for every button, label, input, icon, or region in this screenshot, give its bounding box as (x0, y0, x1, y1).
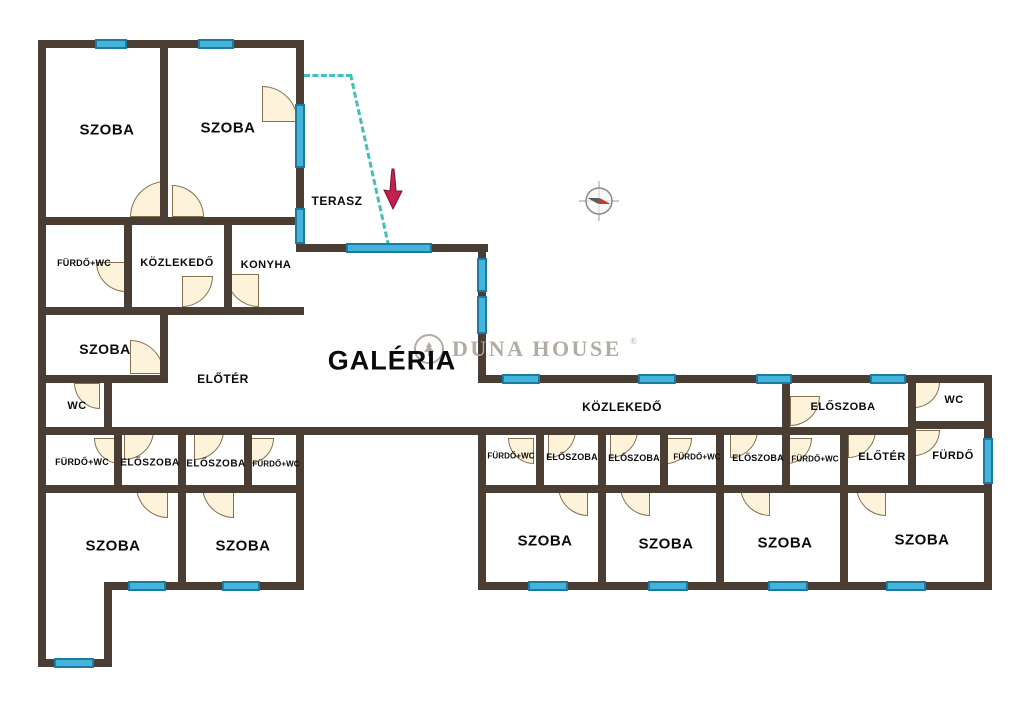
room-label-eloter: ELŐTÉR (858, 451, 906, 463)
room-label-furdo-wc: FÜRDŐ+WC (55, 457, 109, 467)
brand-logo-icon (414, 334, 444, 364)
compass-icon (577, 179, 621, 228)
wall (178, 427, 186, 590)
wall (160, 40, 168, 225)
room-label-eloszoba: ELŐSZOBA (732, 453, 784, 463)
wall (478, 375, 992, 383)
room-label-galeria: GALÉRIA (327, 345, 457, 376)
wall (124, 217, 132, 315)
room-label-szoba: SZOBA (638, 535, 694, 553)
wall (598, 427, 606, 590)
room-label-szoba: SZOBA (757, 534, 813, 552)
brand-watermark: DUNA HOUSE ® (414, 334, 637, 364)
window-marker (648, 581, 688, 591)
wall (478, 427, 486, 590)
room-label-szoba: SZOBA (215, 537, 271, 555)
wall (224, 217, 232, 315)
window-marker (295, 104, 305, 168)
window-marker (638, 374, 676, 384)
room-label-wc: WC (944, 394, 964, 406)
wall (38, 375, 168, 383)
room-label-furdo-wc: FÜRDŐ+WC (487, 451, 535, 461)
wall (114, 427, 122, 493)
window-marker (198, 39, 234, 49)
window-marker (870, 374, 906, 384)
room-label-konyha: KONYHA (240, 259, 292, 271)
room-label-szoba: SZOBA (200, 119, 256, 137)
wall (782, 375, 790, 435)
window-marker (222, 581, 260, 591)
wall (38, 40, 304, 48)
window-marker (95, 39, 127, 49)
terrace-boundary-line (304, 74, 352, 77)
window-marker (983, 438, 993, 484)
door-swing-icon (262, 86, 298, 122)
window-marker (346, 243, 432, 253)
brand-name: DUNA HOUSE (452, 336, 622, 361)
room-label-eloszoba: ELŐSZOBA (120, 457, 180, 469)
door-swing-icon (914, 382, 940, 408)
wall (160, 307, 168, 383)
room-label-szoba: SZOBA (85, 537, 141, 555)
room-label-furdo-wc: FÜRDŐ+WC (252, 459, 300, 469)
room-label-szoba: SZOBA (79, 341, 131, 357)
room-label-furdo-wc: FÜRDŐ+WC (673, 452, 721, 462)
wall (104, 582, 112, 667)
wall (716, 427, 724, 590)
window-marker (768, 581, 808, 591)
wall (908, 375, 916, 493)
wall (244, 427, 252, 493)
window-marker (54, 658, 94, 668)
terrace-boundary-line (349, 74, 391, 247)
window-marker (295, 208, 305, 244)
door-swing-icon (130, 340, 164, 374)
window-marker (756, 374, 792, 384)
door-swing-icon (182, 276, 213, 307)
room-label-furdo: FÜRDŐ (932, 450, 974, 462)
wall (296, 427, 304, 590)
wall (782, 427, 790, 493)
room-label-terasz: TERASZ (311, 194, 363, 208)
room-label-eloszoba: ELŐSZOBA (546, 452, 598, 462)
wall (478, 485, 992, 493)
window-marker (477, 258, 487, 292)
room-label-kozlekedo: KÖZLEKEDŐ (140, 257, 214, 269)
wall (660, 427, 668, 493)
room-label-eloszoba: ELŐSZOBA (186, 458, 246, 470)
window-marker (477, 296, 487, 334)
wall (38, 40, 46, 667)
wall (104, 375, 112, 435)
window-marker (528, 581, 568, 591)
window-marker (886, 581, 926, 591)
window-marker (502, 374, 540, 384)
room-label-eloszoba: ELŐSZOBA (810, 401, 876, 413)
room-label-kozlekedo: KÖZLEKEDŐ (582, 400, 662, 414)
wall (38, 217, 304, 225)
wall (104, 582, 304, 590)
entrance-arrow-icon (381, 168, 405, 215)
room-label-eloter: ELŐTÉR (197, 372, 249, 386)
wall (478, 427, 916, 435)
room-label-furdo-wc: FÜRDŐ+WC (57, 258, 111, 268)
wall (478, 582, 992, 590)
room-label-eloszoba: ELŐSZOBA (608, 453, 660, 463)
room-label-wc: WC (67, 400, 87, 412)
room-label-furdo-wc: FÜRDŐ+WC (791, 454, 839, 464)
wall (536, 427, 544, 493)
wall (38, 307, 304, 315)
room-label-szoba: SZOBA (894, 531, 950, 549)
wall (38, 485, 304, 493)
wall (840, 427, 848, 590)
door-swing-icon (172, 185, 204, 217)
room-label-szoba: SZOBA (517, 532, 573, 550)
wall (908, 421, 992, 429)
registered-mark: ® (629, 336, 637, 346)
wall (38, 427, 488, 435)
room-label-szoba: SZOBA (79, 121, 135, 139)
window-marker (128, 581, 166, 591)
